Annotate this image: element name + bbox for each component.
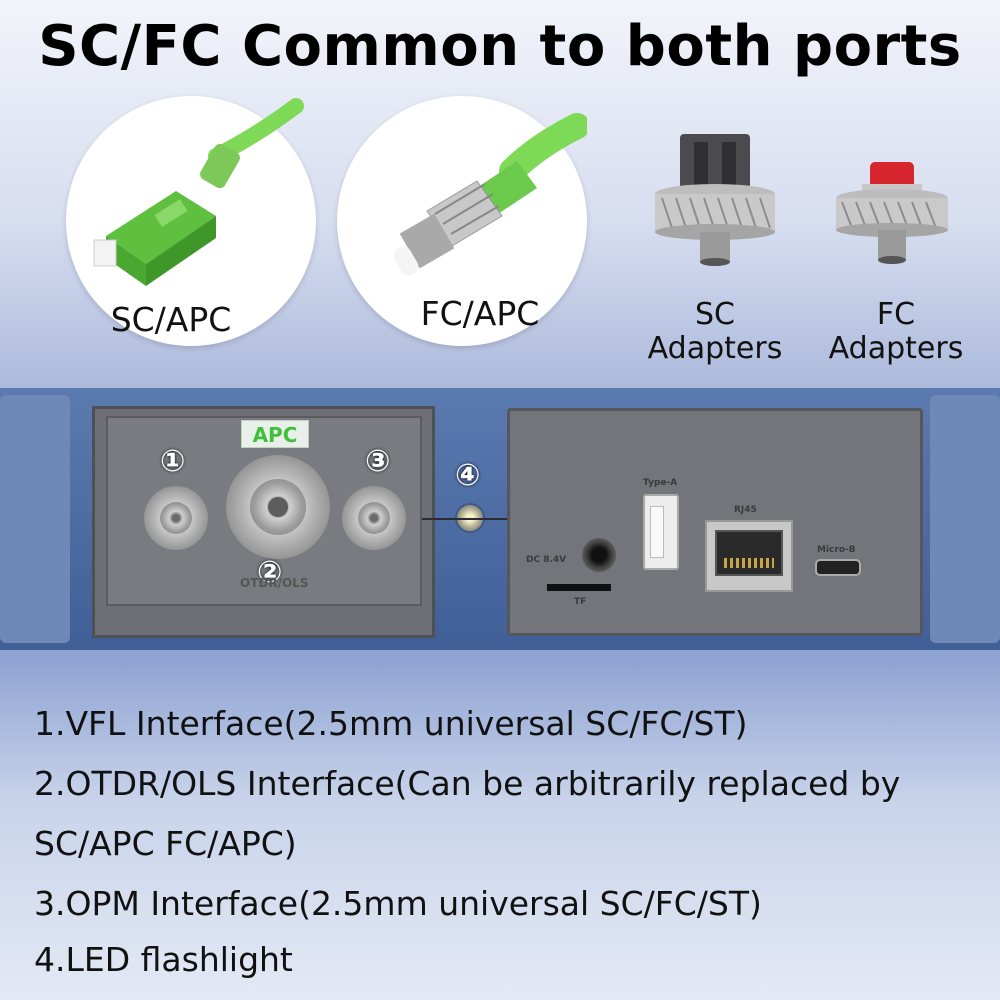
micro-b-label: Micro-B	[817, 545, 856, 555]
marker-1: ①	[160, 444, 186, 479]
type-a-label: Type-A	[643, 478, 678, 488]
otdr-ols-label: OTDR/OLS	[240, 576, 309, 590]
marker-3: ③	[365, 444, 391, 479]
vfl-port-core	[160, 502, 192, 534]
fc-adapter-image	[832, 156, 952, 271]
feature-line-5: 4.LED flashlight	[34, 940, 293, 979]
rj45-pins	[724, 558, 774, 568]
sc-adapters-label: SC Adapters	[635, 298, 795, 366]
page-title: SC/FC Common to both ports	[38, 14, 962, 79]
fc-adapters-line1: FC	[876, 297, 916, 332]
device-left-bumper	[0, 395, 70, 643]
device-right-bumper	[930, 395, 1000, 643]
feature-line-2: 2.OTDR/OLS Interface(Can be arbitrarily …	[34, 764, 901, 803]
sc-apc-label: SC/APC	[110, 300, 232, 339]
opm-port-core	[358, 502, 390, 534]
rj45-label: RJ45	[734, 505, 757, 515]
fc-apc-connector-image	[393, 113, 587, 276]
feature-line-3: SC/APC FC/APC)	[34, 824, 297, 863]
sc-adapters-line2: Adapters	[647, 331, 783, 366]
sc-adapter-image	[650, 128, 780, 268]
dc-power-port[interactable]	[582, 538, 616, 572]
otdr-ols-port-ferrule	[268, 497, 288, 517]
dc-label: DC 8.4V	[526, 555, 567, 565]
feature-line-1: 1.VFL Interface(2.5mm universal SC/FC/ST…	[34, 704, 748, 743]
fc-apc-circle	[337, 96, 587, 346]
apc-badge: APC	[241, 420, 309, 448]
feature-line-4: 3.OPM Interface(2.5mm universal SC/FC/ST…	[34, 884, 762, 923]
fc-apc-label: FC/APC	[420, 294, 540, 333]
micro-b-port[interactable]	[815, 559, 861, 576]
tf-label: TF	[574, 597, 587, 607]
marker-2: ②	[257, 555, 283, 590]
rj45-socket	[715, 530, 783, 576]
fc-adapters-label: FC Adapters	[816, 298, 976, 366]
tf-card-slot[interactable]	[547, 584, 611, 591]
sc-adapters-line1: SC	[695, 297, 735, 332]
usb-type-a-tongue	[650, 506, 664, 558]
fc-adapters-line2: Adapters	[828, 331, 964, 366]
sc-apc-circle	[66, 96, 316, 346]
sc-apc-connector-image	[93, 98, 304, 286]
marker-4: ④	[455, 458, 481, 493]
